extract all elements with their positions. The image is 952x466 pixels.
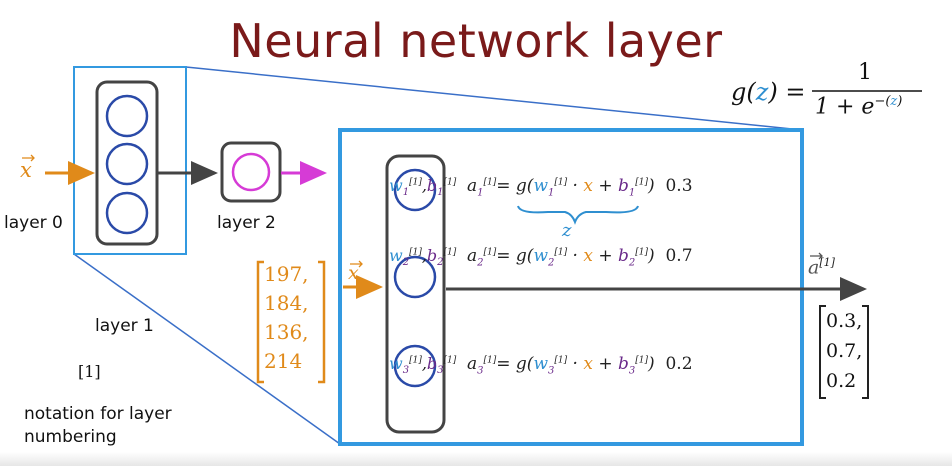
input-value-2: 184, — [264, 291, 309, 315]
unit-2-activation-value: 0.7 — [665, 246, 693, 266]
output-a-vec-arrow — [810, 252, 823, 260]
z-brace — [517, 205, 639, 225]
sigmoid-lhs: g(z) = — [731, 78, 806, 106]
input-x-vec-arrow — [22, 154, 35, 162]
unit-1-equation: a1[1]= g(w1[1] · x + b1[1]) 0.3 — [467, 176, 693, 199]
input-x-label: x — [20, 158, 32, 182]
sigmoid-numerator: 1 — [858, 60, 872, 85]
layer1-label: layer 1 — [95, 316, 154, 336]
expanded-neuron-1 — [393, 168, 437, 212]
unit-2-equation: a2[1]= g(w2[1] · x + b2[1]) 0.7 — [467, 246, 693, 269]
input-value-3: 136, — [264, 320, 309, 344]
input-values-bracket — [256, 260, 326, 384]
sigmoid-denominator: 1 + e−(z) — [815, 94, 903, 120]
input-values: 197, 184, 136, 214 — [264, 260, 309, 376]
layer1-stack — [95, 80, 159, 246]
unit-3-equation: a3[1]= g(w3[1] · x + b3[1]) 0.2 — [467, 354, 693, 377]
expanded-layer-stack — [385, 154, 446, 434]
layer0-label: layer 0 — [4, 213, 63, 233]
layer1-highlight-box — [73, 66, 187, 255]
input-value-4: 214 — [264, 349, 303, 373]
output-value-2: 0.7, — [826, 340, 863, 362]
bracket-notation: [1] — [78, 362, 101, 381]
unit-1-activation-value: 0.3 — [665, 176, 693, 196]
layer2-label: layer 2 — [217, 213, 276, 233]
output-values-bracket — [819, 305, 869, 399]
notation-line-2: numbering — [24, 427, 117, 447]
expanded-neuron-2 — [393, 255, 437, 299]
layer1-neuron-3 — [105, 191, 149, 235]
expanded-x-vec-arrow — [350, 260, 363, 268]
input-value-1: 197, — [264, 262, 309, 286]
zoom-line-top — [185, 66, 803, 131]
unit-3-params: w3[1],b3[1] — [389, 354, 457, 377]
unit-1-params: w1[1],b1[1] — [389, 176, 457, 199]
notation-line-1: notation for layer — [24, 404, 172, 424]
unit-3-activation-value: 0.2 — [665, 354, 693, 374]
layer2-box — [220, 141, 282, 203]
unit-2-params: w2[1],b2[1] — [389, 246, 457, 269]
expanded-input-x: x — [348, 262, 359, 284]
page-title: Neural network layer — [229, 14, 723, 68]
layer1-neuron-1 — [105, 94, 149, 138]
output-a-label: a[1] — [808, 256, 835, 279]
layer2-neuron — [231, 152, 271, 192]
bottom-shadow — [0, 452, 952, 466]
z-brace-label: z — [562, 220, 572, 241]
zoom-box — [338, 128, 804, 446]
layer1-neuron-2 — [105, 142, 149, 186]
output-values: 0.3, 0.7, 0.2 — [826, 306, 862, 396]
output-value-3: 0.2 — [826, 370, 857, 392]
output-value-1: 0.3, — [826, 310, 863, 332]
expanded-neuron-3 — [393, 344, 437, 388]
zoom-line-bottom — [73, 253, 341, 445]
